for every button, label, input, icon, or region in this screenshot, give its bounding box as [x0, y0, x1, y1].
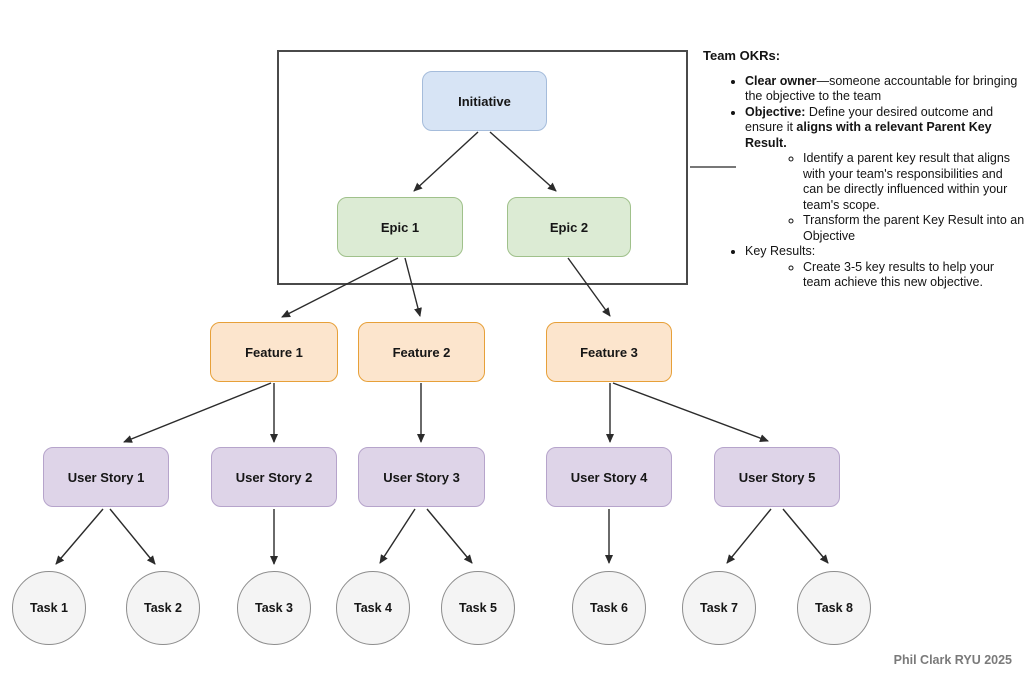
okr-objective-bold1: Objective: [745, 104, 806, 119]
okr-bullet-clear-owner: Clear owner—someone accountable for brin… [745, 74, 1024, 105]
node-initiative: Initiative [422, 71, 547, 131]
edge-us5-task8 [782, 508, 829, 564]
okr-sub-identify: Identify a parent key result that aligns… [803, 151, 1024, 213]
okr-boundary-box [277, 50, 688, 285]
node-feature-2: Feature 2 [358, 322, 485, 382]
okr-annotation-panel: Team OKRs: Clear owner—someone accountab… [703, 48, 1024, 291]
okr-bullet-key-results: Key Results: Create 3-5 key results to h… [745, 244, 1024, 291]
okr-sub-transform: Transform the parent Key Result into an … [803, 213, 1024, 244]
node-epic-2: Epic 2 [507, 197, 631, 257]
node-feature-1: Feature 1 [210, 322, 338, 382]
node-task-8: Task 8 [797, 571, 871, 645]
edge-feature3-us5 [612, 382, 769, 442]
okr-key-results-text: Key Results: [745, 244, 816, 258]
okr-clear-owner-text: —someone accountable for bringing the ob… [745, 73, 1018, 104]
node-task-4: Task 4 [336, 571, 410, 645]
okr-key-results-sublist: Create 3-5 key results to help your team… [745, 260, 1024, 291]
okr-objective-bold2: aligns with a relevant Parent Key Result… [745, 120, 992, 150]
node-task-3: Task 3 [237, 571, 311, 645]
node-user-story-5: User Story 5 [714, 447, 840, 507]
okr-heading: Team OKRs: [703, 48, 781, 63]
node-task-1: Task 1 [12, 571, 86, 645]
edge-us3-task5 [426, 508, 473, 564]
node-task-7: Task 7 [682, 571, 756, 645]
okr-objective-sublist: Identify a parent key result that aligns… [745, 151, 1024, 244]
okr-objective-text1: Define your desired outcome and ensure i… [745, 104, 994, 135]
okr-sub-create: Create 3-5 key results to help your team… [803, 260, 1024, 291]
node-feature-3: Feature 3 [546, 322, 672, 382]
node-user-story-2: User Story 2 [211, 447, 337, 507]
edge-us1-task1 [55, 508, 104, 565]
node-user-story-1: User Story 1 [43, 447, 169, 507]
edge-us3-task4 [379, 508, 416, 564]
edge-us1-task2 [109, 508, 156, 565]
node-task-5: Task 5 [441, 571, 515, 645]
node-user-story-4: User Story 4 [546, 447, 672, 507]
edge-feature1-us1 [123, 382, 272, 443]
okr-clear-owner-bold: Clear owner [745, 73, 817, 88]
node-user-story-3: User Story 3 [358, 447, 485, 507]
okr-bullet-list: Clear owner—someone accountable for brin… [703, 74, 1024, 291]
node-task-6: Task 6 [572, 571, 646, 645]
attribution-text: Phil Clark RYU 2025 [893, 653, 1012, 667]
node-epic-1: Epic 1 [337, 197, 463, 257]
node-task-2: Task 2 [126, 571, 200, 645]
okr-bullet-objective: Objective: Define your desired outcome a… [745, 105, 1024, 245]
edge-us5-task7 [726, 508, 772, 564]
